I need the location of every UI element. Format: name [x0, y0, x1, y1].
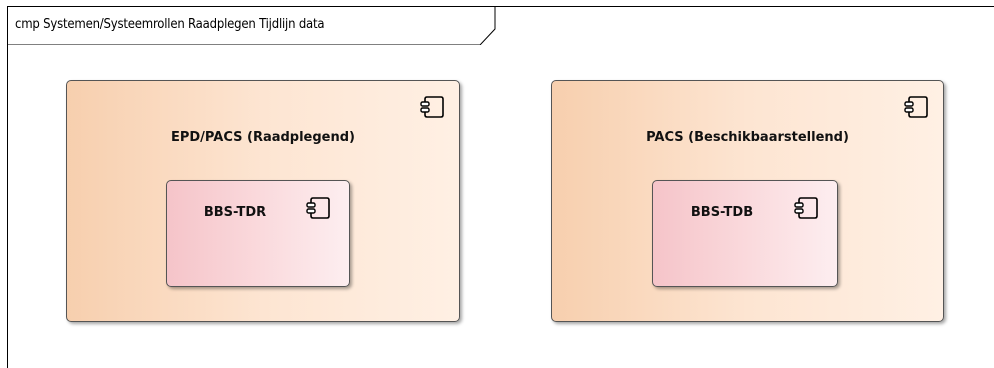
- frame-title: cmp Systemen/Systeemrollen Raadplegen Ti…: [15, 17, 325, 32]
- component-title: BBS-TDR: [203, 205, 267, 220]
- component-title: PACS (Beschikbaarstellend): [646, 130, 849, 145]
- component-title: EPD/PACS (Raadplegend): [170, 130, 356, 145]
- component-epd-pacs[interactable]: EPD/PACS (Raadplegend) BBS-TDR: [66, 80, 460, 322]
- component-bbs-tdr[interactable]: BBS-TDR: [166, 180, 350, 287]
- diagram-frame: cmp Systemen/Systeemrollen Raadplegen Ti…: [7, 6, 994, 368]
- component-bbs-tdb[interactable]: BBS-TDB: [652, 180, 838, 287]
- component-title: BBS-TDB: [690, 205, 754, 220]
- component-icon: [420, 96, 444, 118]
- component-pacs[interactable]: PACS (Beschikbaarstellend) BBS-TDB: [551, 80, 944, 322]
- component-icon: [904, 96, 928, 118]
- component-icon: [306, 197, 330, 219]
- frame-title-tab: cmp Systemen/Systeemrollen Raadplegen Ti…: [8, 7, 498, 45]
- component-icon: [794, 197, 818, 219]
